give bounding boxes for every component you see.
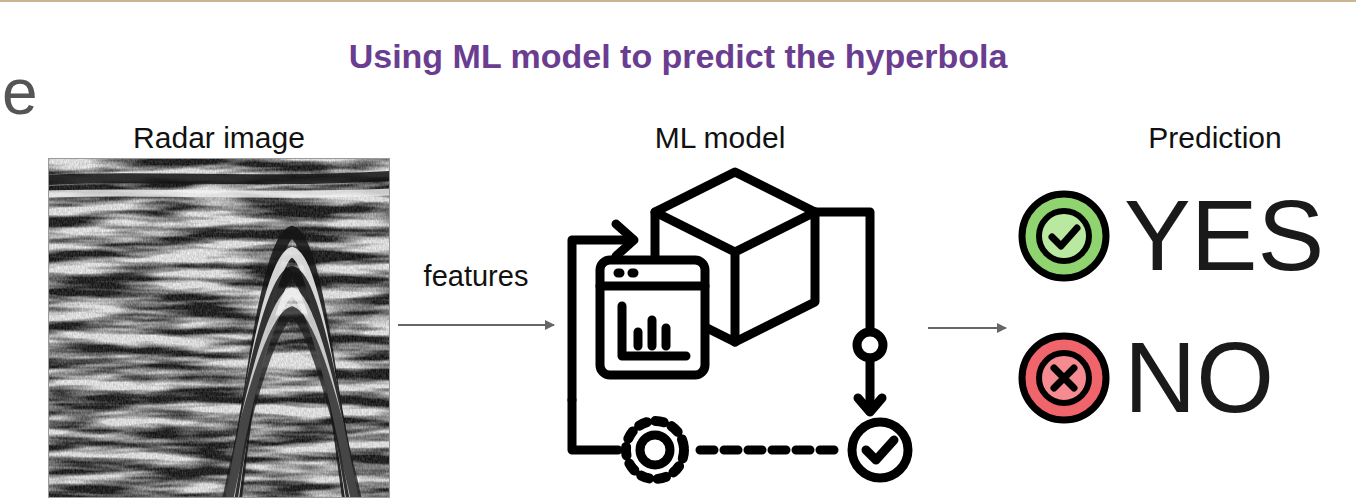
yes-check-icon — [1016, 188, 1112, 284]
no-cross-icon — [1016, 330, 1112, 426]
edge-label: features — [420, 259, 533, 294]
top-rule — [0, 0, 1356, 2]
ml-model-panel: ML model — [560, 118, 920, 498]
radar-image-panel: Radar image — [48, 118, 390, 498]
panel-heading: Prediction — [1095, 120, 1335, 156]
panel-heading: ML model — [600, 120, 840, 156]
prediction-panel: PredictionYES NO — [1012, 118, 1352, 448]
panel-heading: Radar image — [48, 120, 390, 156]
flow-arrow — [928, 327, 1006, 329]
cut-off-letter: e — [2, 56, 38, 130]
ml-model-icon — [560, 160, 920, 498]
prediction-yes: YES — [1124, 185, 1346, 285]
prediction-no: NO — [1124, 327, 1346, 427]
radar-image — [48, 158, 390, 498]
slide-title: Using ML model to predict the hyperbola — [0, 36, 1356, 77]
flow-arrow — [398, 324, 554, 326]
